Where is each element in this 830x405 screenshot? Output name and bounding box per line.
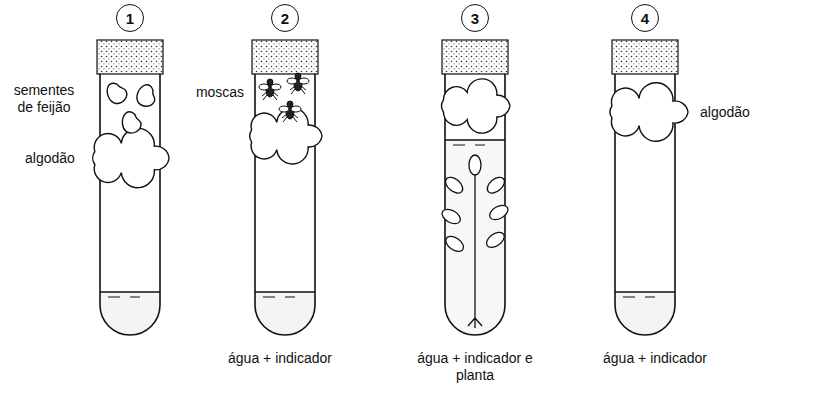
contents-label: água + indicador (578, 350, 732, 367)
callout-number: 4 (641, 11, 649, 26)
number-circle: 1 (116, 4, 144, 32)
part-label: algodão (698, 104, 752, 121)
number-circle: 2 (271, 4, 299, 32)
number-circle: 4 (631, 4, 659, 32)
contents-label: água + indicador e planta (408, 350, 542, 384)
callout-number: 2 (281, 11, 289, 26)
callout-number: 3 (471, 11, 479, 26)
callout-number: 1 (126, 11, 134, 26)
number-circle: 3 (461, 4, 489, 32)
part-label: moscas (194, 84, 246, 101)
contents-label: água + indicador (203, 350, 357, 367)
part-label: sementes de feijão (6, 82, 82, 116)
part-label: algodão (23, 150, 77, 167)
